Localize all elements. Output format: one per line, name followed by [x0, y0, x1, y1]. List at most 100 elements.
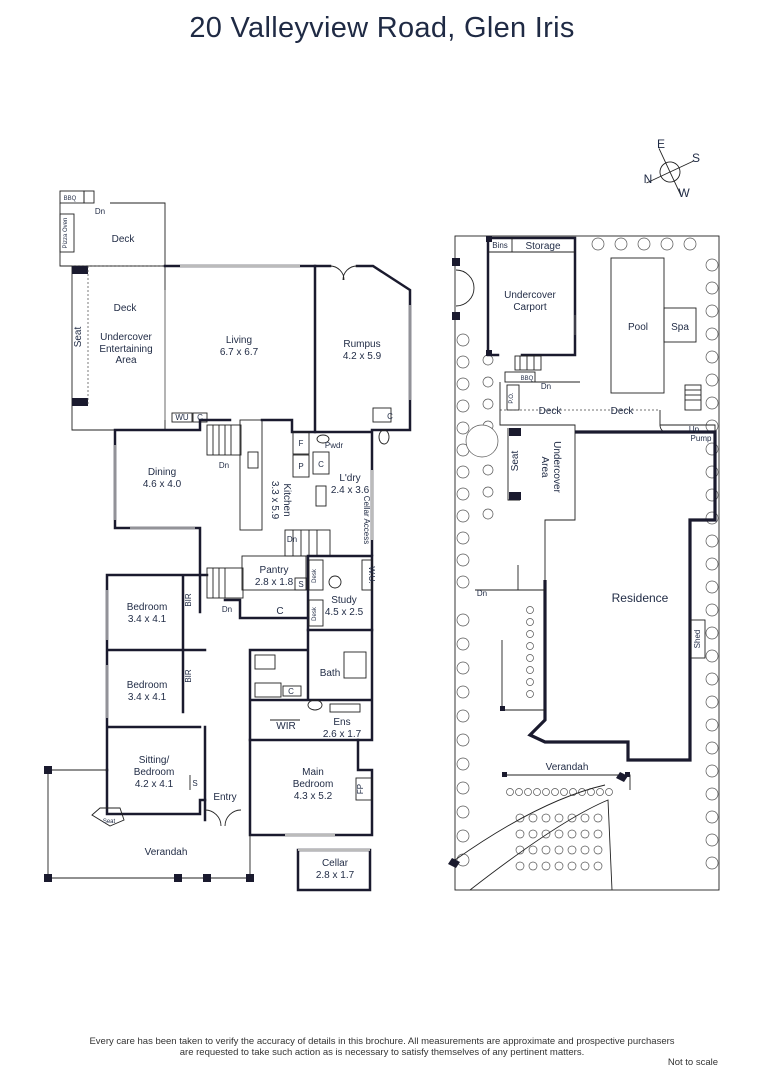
bedroom2-dim: 3.4 x 4.1 [128, 692, 167, 703]
tree-icon [567, 829, 577, 839]
wu-label: WU [175, 413, 189, 422]
tree-icon [482, 398, 494, 410]
sitting-wall [105, 768, 207, 816]
tree-icon [705, 373, 719, 387]
tree-icon [705, 856, 719, 870]
tree-icon [551, 788, 559, 796]
tree-icon [705, 672, 719, 686]
tree-icon [705, 603, 719, 617]
p-label: P [298, 462, 303, 471]
tree-icon [456, 733, 470, 747]
bins-label: Bins [492, 241, 508, 250]
tree-icon [482, 354, 494, 366]
undercover-area-label-1: Undercover [551, 441, 562, 493]
desk-label-1: Desk [312, 568, 318, 583]
tree-icon [465, 424, 499, 458]
tree-icon [705, 396, 719, 410]
tree-icon [456, 553, 470, 567]
tree-icon [605, 788, 613, 796]
tree-icon [526, 630, 534, 638]
pizza-oven-label: Pizza Oven [63, 218, 69, 249]
tree-icon [554, 829, 564, 839]
main-bedroom-label-2: Bedroom [293, 779, 334, 790]
kitchen-label: Kitchen [281, 483, 292, 516]
tree-icon [482, 508, 494, 520]
ldry-dim: 2.4 x 3.6 [331, 485, 370, 496]
tree-icon [515, 861, 525, 871]
tree-icon [614, 237, 628, 251]
site-verandah-label: Verandah [546, 762, 589, 773]
tree-icon [456, 709, 470, 723]
dining-dim: 4.6 x 4.0 [143, 479, 182, 490]
po-label: P.O. [509, 392, 515, 404]
fp-label: FP [356, 784, 365, 794]
bedroom1-label: Bedroom [127, 602, 168, 613]
bath-label: Bath [320, 668, 341, 679]
tree-icon [456, 355, 470, 369]
sitting-label-1: Sitting/ [139, 755, 170, 766]
c-label-wu: C [197, 413, 203, 422]
tree-icon [660, 237, 674, 251]
compass-e-label: E [657, 137, 665, 151]
tree-icon [528, 845, 538, 855]
undercover-label-2: Entertaining [99, 344, 152, 355]
disclaimer-line-2: are requested to take such action as is … [179, 1047, 585, 1058]
c-label-kitchen: C [318, 460, 324, 469]
tree-icon [705, 741, 719, 755]
deck-top-label: Deck [112, 234, 136, 245]
tree-icon [567, 845, 577, 855]
tree-icon [456, 399, 470, 413]
seat-verandah-label: Seat [103, 819, 116, 825]
deck-label: Deck [114, 303, 138, 314]
ens-label: Ens [333, 717, 350, 728]
up-label: Up [689, 425, 700, 434]
tree-icon [593, 813, 603, 823]
bedroom2-label: Bedroom [127, 680, 168, 691]
bath-wall [248, 628, 374, 742]
compass-s-label: S [692, 151, 700, 165]
wir-label: WIR [276, 721, 295, 732]
tree-icon [580, 813, 590, 823]
kitchen-dim: 3.3 x 5.9 [269, 481, 280, 520]
tree-icon [533, 788, 541, 796]
tree-icon [456, 531, 470, 545]
tree-icon [705, 557, 719, 571]
tree-icon [526, 690, 534, 698]
tree-icon [528, 813, 538, 823]
tree-icon [705, 327, 719, 341]
tree-icon [456, 853, 470, 867]
tree-icon [683, 237, 697, 251]
tree-icon [578, 788, 586, 796]
compass-w-label: W [678, 186, 690, 200]
tree-icon [596, 788, 604, 796]
tree-icon [456, 333, 470, 347]
tree-icon [506, 788, 514, 796]
dining-label: Dining [148, 467, 176, 478]
tree-icon [526, 654, 534, 662]
dn-label-dining: Dn [219, 461, 229, 470]
tree-icon [456, 487, 470, 501]
tree-icon [456, 637, 470, 651]
tree-icon [524, 788, 532, 796]
c-label-bath: C [288, 687, 294, 696]
tree-icon [705, 626, 719, 640]
tree-icon [567, 861, 577, 871]
f-label: F [299, 439, 304, 448]
tree-icon [456, 421, 470, 435]
carport-label-1: Undercover [504, 290, 556, 301]
tree-icon [456, 465, 470, 479]
tree-icon [705, 810, 719, 824]
boundary-trees [456, 237, 719, 871]
carport-label-2: Carport [513, 302, 547, 313]
undercover-area-outline-site [507, 424, 576, 580]
compass-n-label: N [644, 172, 653, 186]
page-title: 20 Valleyview Road, Glen Iris [189, 12, 575, 44]
tree-icon [456, 509, 470, 523]
tree-icon [482, 464, 494, 476]
tree-icon [560, 788, 568, 796]
tree-icon [705, 350, 719, 364]
tree-icon [705, 787, 719, 801]
site-plan [448, 235, 720, 891]
tree-icon [526, 606, 534, 614]
residence-outline [527, 430, 717, 762]
